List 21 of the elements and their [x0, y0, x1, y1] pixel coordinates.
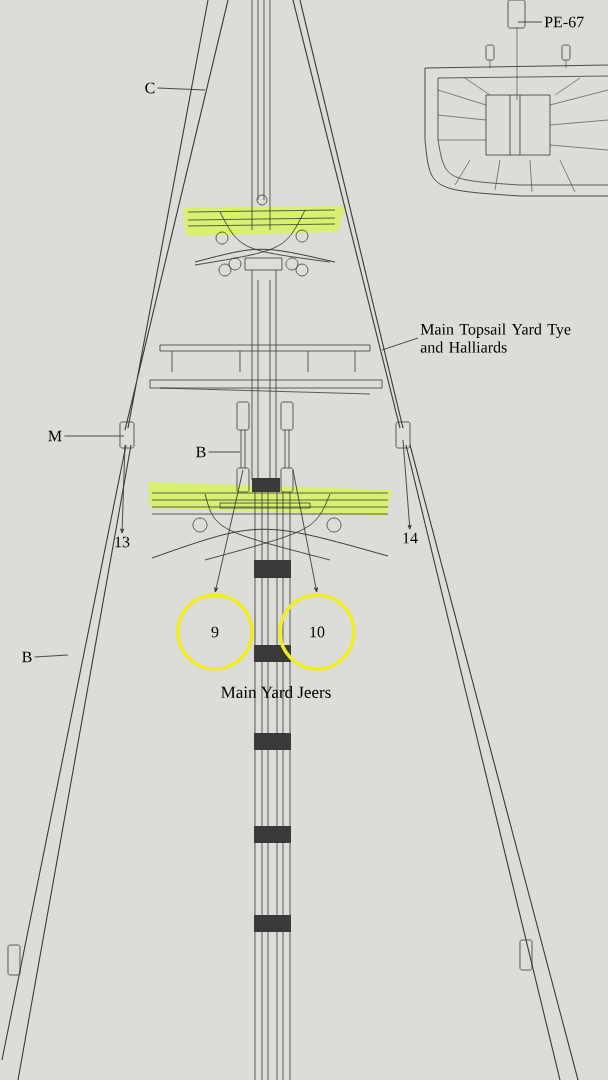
leader-line [381, 337, 419, 351]
callout-letter: B [196, 446, 206, 458]
leader-line [157, 87, 206, 91]
circled-number: 9 [176, 593, 254, 671]
part-number: PE-67 [544, 16, 584, 28]
leader-line [63, 435, 125, 437]
caption-label: Main Yard Jeers [221, 686, 331, 698]
leader-line [517, 21, 543, 23]
arrow [402, 439, 412, 530]
callout-number: 14 [403, 532, 418, 544]
arrow [292, 469, 318, 593]
callout-letter: C [145, 82, 155, 94]
callout-letter: M [48, 430, 62, 442]
arrow [214, 469, 244, 593]
callout-label: Main Topsail Yard Tye and Halliards [420, 323, 571, 353]
arrow [120, 444, 126, 534]
callout-letter: B [22, 651, 32, 663]
leader-line [34, 654, 69, 658]
circled-number: 10 [278, 593, 356, 671]
leader-line [208, 451, 241, 453]
callout-number: 13 [115, 536, 130, 548]
